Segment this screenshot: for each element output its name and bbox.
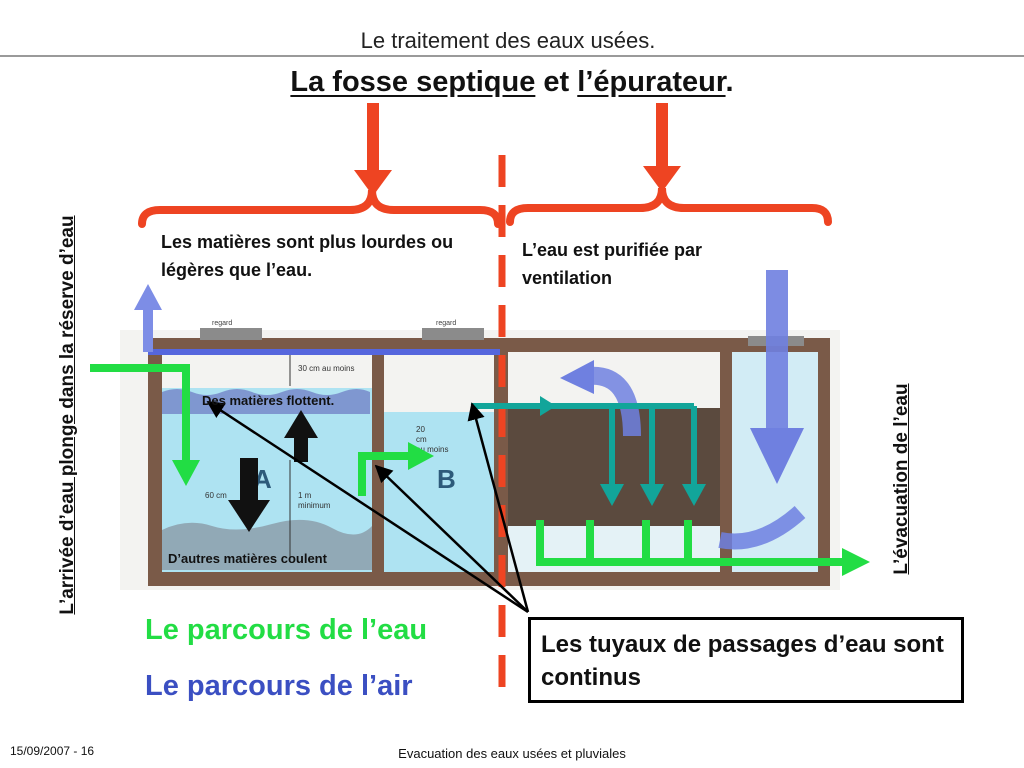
inflow-vertical-label: L’arrivée d’eau plonge dans la réserve d…: [57, 215, 78, 615]
green-inflow-pipe: [90, 364, 190, 462]
air-loop-head: [560, 360, 594, 394]
air-path: [134, 270, 806, 550]
green-inflow-head: [172, 460, 200, 486]
orange-arrows: [354, 103, 681, 196]
dim-1m-b: minimum: [298, 501, 331, 510]
footer-date-page: 15/09/2007 - 16: [10, 744, 95, 758]
regard-label-2: regard: [436, 320, 456, 327]
air-return-curve: [718, 505, 806, 550]
tank-floor: [148, 572, 830, 586]
tank-divider-ab: [372, 338, 384, 586]
orange-arrow-2-head: [643, 166, 681, 192]
water-path: [90, 364, 870, 576]
title-connector: et: [535, 66, 578, 98]
green-transfer-pipe: [358, 452, 410, 496]
teal-drop-3-head: [682, 484, 706, 506]
dim-20cm-a: 20: [416, 425, 425, 434]
pipes-note-text: Les tuyaux de passages d’eau sont contin…: [541, 631, 944, 691]
solids-arrows: [228, 410, 318, 532]
legend-air-path: Le parcours de l’air: [145, 670, 413, 702]
main-title: La fosse septique et l’épurateur.: [0, 66, 1024, 99]
orange-arrow-1-shaft: [367, 103, 379, 181]
green-outflow-pipe: [536, 520, 846, 566]
float-arrow-head: [284, 410, 318, 438]
orange-arrow-2-shaft: [656, 103, 668, 177]
sink-arrow-shaft: [240, 458, 258, 502]
brace-septic: [138, 189, 502, 228]
dim-20cm-c: au moins: [416, 445, 448, 454]
orange-arrow-1-head: [354, 170, 392, 196]
tank-divider-filter: [720, 338, 732, 586]
pointer-lines: [206, 400, 530, 614]
sink-label: D’autres matières coulent: [168, 551, 328, 566]
tank-roof-left: [148, 338, 508, 352]
teal-drop-2-head: [640, 484, 664, 506]
green-collector-pipes: [586, 520, 692, 562]
dim-60cm: 60 cm: [205, 491, 227, 500]
dim-30cm: 30 cm au moins: [298, 364, 354, 373]
green-outflow-head: [842, 548, 870, 576]
regard-label-1: regard: [212, 320, 232, 327]
teal-drop-1-head: [600, 484, 624, 506]
chamber-letter-b: B: [437, 464, 456, 494]
air-down-head: [750, 428, 804, 484]
brace-purifier: [506, 187, 832, 226]
air-down-shaft: [766, 270, 788, 430]
air-vent-up-head: [134, 284, 162, 310]
purified-label: L’eau est purifiée par ventilation: [522, 240, 703, 288]
float-arrow-shaft: [294, 436, 308, 462]
pointer-transfer: [374, 464, 529, 613]
manhole-cover-1: [200, 328, 262, 340]
title-divider: [0, 55, 1024, 57]
title-septic-tank: La fosse septique: [290, 66, 536, 98]
teal-arrow-head-right: [540, 396, 556, 416]
sink-arrow-head: [228, 500, 270, 532]
outflow-vertical-label: L’évacuation de l’eau: [891, 383, 912, 575]
footer-subject: Evacuation des eaux usées et pluviales: [398, 746, 626, 761]
braces: [138, 187, 832, 228]
title-purifier: l’épurateur: [577, 66, 726, 98]
title-period: .: [725, 66, 734, 98]
dim-1m-a: 1 m: [298, 491, 312, 500]
septic-tank: regard regard A B 30 cm au moins 20 cm a…: [148, 320, 830, 586]
pipes-note-box: Les tuyaux de passages d’eau sont contin…: [528, 617, 964, 703]
pointer-teal: [467, 402, 530, 613]
float-label: Des matières flottent.: [202, 393, 334, 408]
dim-20cm-b: cm: [416, 435, 427, 444]
heavy-light-label: Les matières sont plus lourdes ou légère…: [161, 232, 454, 280]
legend-water-path: Le parcours de l’eau: [145, 614, 428, 646]
sludge-layer: [162, 519, 372, 570]
pointer-inflow: [206, 400, 529, 614]
slide-top-title: Le traitement des eaux usées.: [360, 28, 656, 53]
tank-wall-left: [148, 338, 162, 586]
tank-wall-right: [818, 338, 830, 586]
manhole-cover-2: [422, 328, 484, 340]
green-transfer-head: [408, 442, 434, 470]
air-loop-curve: [587, 366, 641, 437]
